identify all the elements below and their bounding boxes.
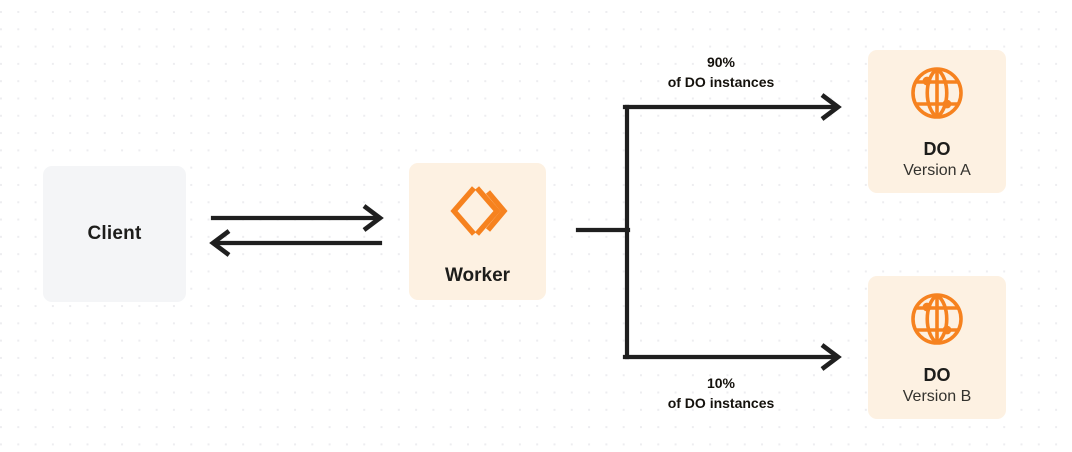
edge-label-bottom: 10% of DO instances	[626, 373, 816, 414]
edge-label-top: 90% of DO instances	[626, 52, 816, 93]
edge-label-bottom-caption: of DO instances	[667, 395, 775, 412]
edge-branch-to-do-a	[622, 93, 842, 121]
node-do-b-sublabel: Version B	[902, 387, 972, 405]
node-do-b-label: DO	[923, 364, 951, 385]
edge-label-top-percent: 90%	[706, 54, 736, 70]
node-worker[interactable]: Worker	[409, 163, 546, 300]
node-do-a-sublabel: Version A	[903, 161, 971, 179]
node-do-version-b[interactable]: DO Version B	[868, 276, 1006, 419]
node-worker-label: Worker	[444, 265, 511, 286]
edge-client-to-worker	[210, 204, 384, 232]
edge-branch-to-do-b	[622, 343, 842, 371]
node-client-label: Client	[87, 223, 142, 244]
node-do-a-label: DO	[923, 138, 951, 159]
globe-icon	[908, 64, 966, 127]
cloudflare-workers-logo-icon	[447, 180, 509, 247]
edge-worker-to-client	[209, 229, 383, 257]
node-client[interactable]: Client	[43, 166, 186, 302]
edge-label-top-caption: of DO instances	[667, 74, 775, 91]
node-do-version-a[interactable]: DO Version A	[868, 50, 1006, 193]
edge-label-bottom-percent: 10%	[706, 375, 736, 391]
globe-icon	[908, 290, 966, 353]
